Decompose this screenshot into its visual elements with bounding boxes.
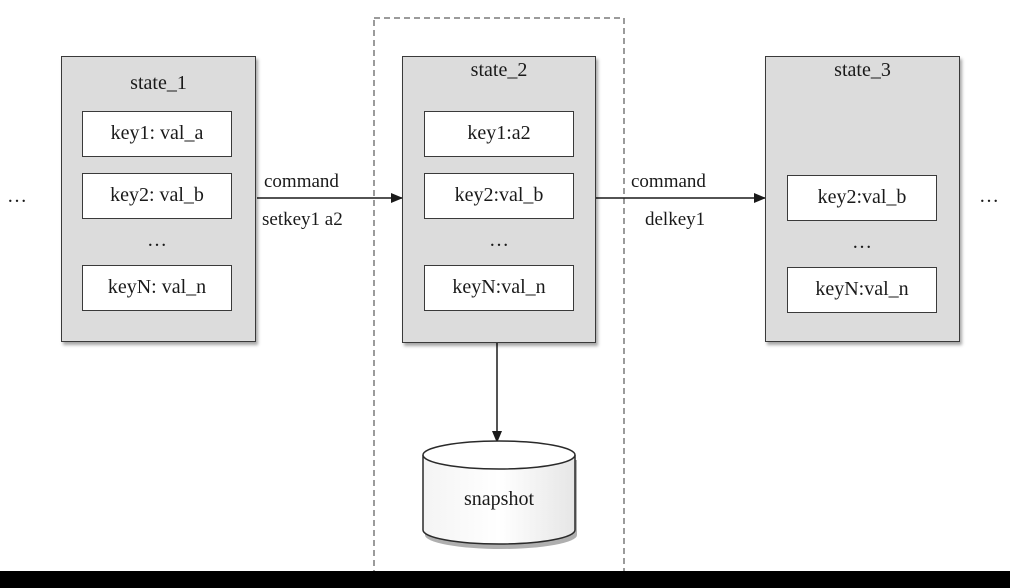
snapshot-label: snapshot <box>464 488 534 510</box>
transition-2-operation-label: delkey1 <box>645 209 706 230</box>
state-1-title: state_1 <box>130 72 187 94</box>
state-3-title: state_3 <box>834 59 891 81</box>
state-2-entry-keyN: keyN:val_n <box>424 265 574 311</box>
state-1-box: state_1 key1: val_a key2: val_b … keyN: … <box>61 56 256 342</box>
state-1-entry-key2: key2: val_b <box>82 173 232 219</box>
state-3-entry-keyN: keyN:val_n <box>787 267 937 313</box>
snapshot-group-frame <box>373 17 625 573</box>
state-1-entry-keyN: keyN: val_n <box>82 265 232 311</box>
state-2-title: state_2 <box>470 59 528 81</box>
state-1-entry-ellipsis: … <box>147 229 167 251</box>
transition-1-operation-label: setkey1 a2 <box>262 209 343 230</box>
transition-2-command-label: command <box>631 171 706 192</box>
state-3-entry-key2: key2:val_b <box>787 175 937 221</box>
snapshot-cylinder <box>422 440 577 549</box>
state-3-box: state_3 key2:val_b … keyN:val_n <box>765 56 960 342</box>
state-2-box: state_2 key1:a2 key2:val_b … keyN:val_n <box>402 56 596 343</box>
state-2-entry-key2: key2:val_b <box>424 173 574 219</box>
state-1-entry-key1: key1: val_a <box>82 111 232 157</box>
trailing-ellipsis: … <box>979 185 999 207</box>
bottom-border-bar <box>0 571 1010 588</box>
leading-ellipsis: … <box>7 185 27 207</box>
state-3-entry-ellipsis: … <box>852 231 872 253</box>
state-2-entry-ellipsis: … <box>489 229 509 251</box>
state-2-entry-key1: key1:a2 <box>424 111 574 157</box>
transition-1-command-label: command <box>264 171 339 192</box>
